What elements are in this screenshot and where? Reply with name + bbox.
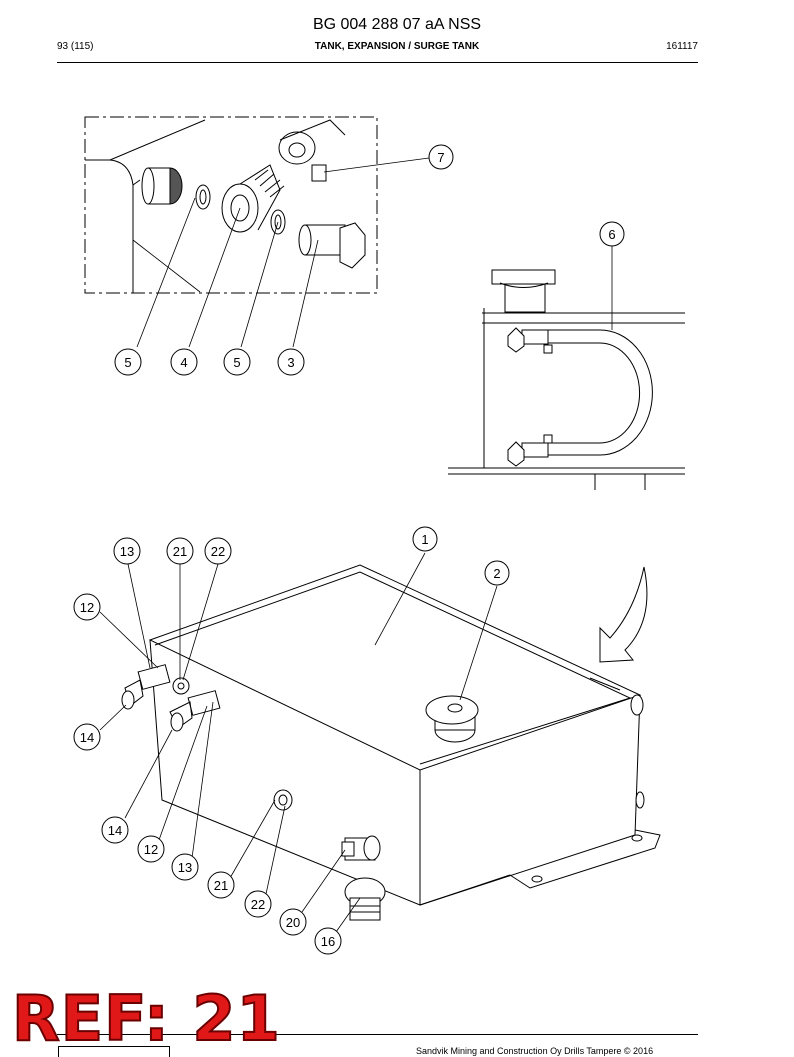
date-code: 161117: [666, 41, 698, 52]
svg-text:13: 13: [178, 860, 192, 875]
svg-text:16: 16: [321, 934, 335, 949]
copyright-notice: Sandvik Mining and Construction Oy Drill…: [416, 1046, 654, 1056]
header-rule: [57, 62, 698, 63]
svg-text:13: 13: [120, 544, 134, 559]
page-number: 93 (115): [57, 41, 94, 52]
callout-3: 3: [277, 348, 305, 376]
callout-16: 16: [314, 927, 342, 955]
svg-text:21: 21: [173, 544, 187, 559]
callout-2: 2: [484, 560, 510, 586]
svg-text:21: 21: [214, 878, 228, 893]
svg-text:22: 22: [251, 897, 265, 912]
svg-text:14: 14: [80, 730, 94, 745]
callout-5-left: 5: [114, 348, 142, 376]
callout-1: 1: [412, 526, 438, 552]
detail-hose-view: [448, 246, 685, 490]
svg-text:7: 7: [437, 150, 444, 165]
callout-4: 4: [170, 348, 198, 376]
svg-text:20: 20: [286, 915, 300, 930]
svg-text:2: 2: [493, 566, 500, 581]
svg-text:6: 6: [608, 227, 615, 242]
callout-21-top: 21: [166, 537, 194, 565]
callout-14-bottom: 14: [101, 816, 129, 844]
callout-22-bottom: 22: [244, 890, 272, 918]
section-title: TANK, EXPANSION / SURGE TANK: [314, 41, 480, 52]
svg-text:22: 22: [211, 544, 225, 559]
callout-22-top: 22: [204, 537, 232, 565]
tank-main-view: [99, 552, 661, 933]
callout-7: 7: [428, 144, 454, 170]
svg-text:1: 1: [421, 532, 428, 547]
footer-logo: [58, 1046, 170, 1057]
svg-text:12: 12: [144, 842, 158, 857]
callout-12-top: 12: [73, 593, 101, 621]
svg-text:4: 4: [180, 355, 187, 370]
svg-text:12: 12: [80, 600, 94, 615]
detail-fitting-view: [84, 116, 430, 348]
svg-text:14: 14: [108, 823, 122, 838]
svg-text:3: 3: [287, 355, 294, 370]
ref-stamp: REF: 21: [11, 981, 281, 1056]
callout-12-bottom: 12: [137, 835, 165, 863]
callout-13-top: 13: [113, 537, 141, 565]
document-title: BG 004 288 07 aA NSS: [312, 16, 482, 33]
callout-13-bottom: 13: [171, 853, 199, 881]
svg-text:5: 5: [233, 355, 240, 370]
callout-5-right: 5: [223, 348, 251, 376]
svg-text:5: 5: [124, 355, 131, 370]
footer-rule: [57, 1034, 698, 1035]
callout-6: 6: [599, 221, 625, 247]
callout-20: 20: [279, 908, 307, 936]
callout-21-bottom: 21: [207, 871, 235, 899]
callout-14-top: 14: [73, 723, 101, 751]
